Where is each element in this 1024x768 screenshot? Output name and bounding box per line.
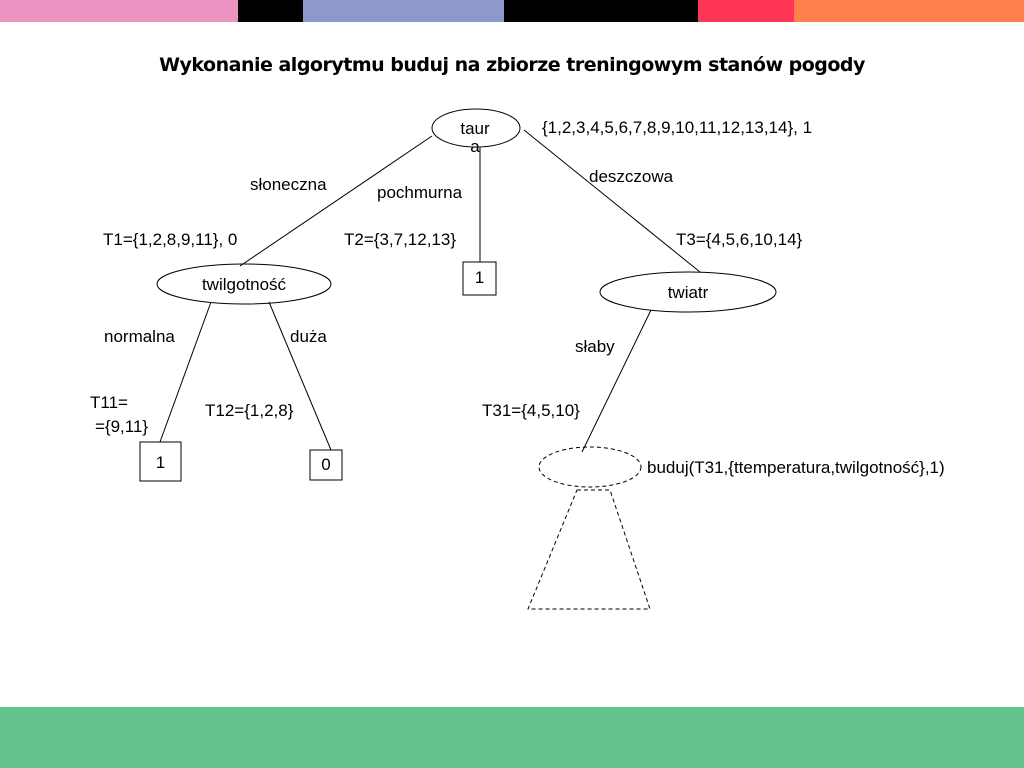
branch-label-deszczowa: deszczowa xyxy=(589,167,674,186)
top-bar-segment xyxy=(0,0,238,22)
edge-slaby xyxy=(581,309,652,453)
top-bar-segment xyxy=(504,0,698,22)
set-label-t1: T1={1,2,8,9,11}, 0 xyxy=(103,230,238,249)
root-node-shape xyxy=(431,108,521,148)
leaf-duza-value: 0 xyxy=(321,455,331,474)
set-label-t31: T31={4,5,10} xyxy=(482,401,580,420)
top-color-bar xyxy=(0,0,1024,22)
branch-label-pochmurna: pochmurna xyxy=(377,183,463,202)
root-set-label: {1,2,3,4,5,6,7,8,9,10,11,12,13,14}, 1 xyxy=(542,118,813,137)
set-label-t2: T2={3,7,12,13} xyxy=(344,230,457,249)
top-bar-segment xyxy=(794,0,1024,22)
subtree-placeholder-node xyxy=(538,446,642,488)
top-bar-segment xyxy=(303,0,504,22)
edge-deszczowa xyxy=(523,129,701,273)
leaf-pochmurna-value: 1 xyxy=(474,268,485,287)
branch-label-sloneczna: słoneczna xyxy=(250,175,327,194)
branch-label-normalna: normalna xyxy=(104,327,175,346)
edge-duza xyxy=(268,301,332,451)
leaf-normalna-box xyxy=(139,441,182,482)
leaf-normalna-value: 1 xyxy=(155,453,166,472)
branch-label-slaby: słaby xyxy=(575,337,615,356)
twilgotnosc-node-label: twilgotność xyxy=(201,275,287,294)
set-label-t3: T3={4,5,6,10,14} xyxy=(676,230,803,249)
recursive-call-label: buduj(T31,{ttemperatura,twilgotność},1) xyxy=(647,458,945,477)
twilgotnosc-node-shape xyxy=(156,263,332,305)
slide-title: Wykonanie algorytmu buduj na zbiorze tre… xyxy=(159,54,865,76)
bottom-color-bar xyxy=(0,707,1024,768)
branch-label-duza: duża xyxy=(290,327,327,346)
twiatr-node-shape xyxy=(599,271,777,313)
leaf-duza-box xyxy=(309,449,343,481)
top-bar-segment xyxy=(238,0,303,22)
set-label-t11-line1: T11= xyxy=(90,393,128,412)
set-label-t11-line2: ={9,11} xyxy=(95,417,149,436)
leaf-pochmurna-box xyxy=(462,261,497,296)
twiatr-node-label: twiatr xyxy=(667,283,709,302)
subtree-placeholder-triangle xyxy=(527,489,651,610)
edge-sloneczna xyxy=(239,135,433,267)
edge-normalna xyxy=(159,301,212,443)
top-bar-segment xyxy=(698,0,794,22)
set-label-t12: T12={1,2,8} xyxy=(205,401,294,420)
